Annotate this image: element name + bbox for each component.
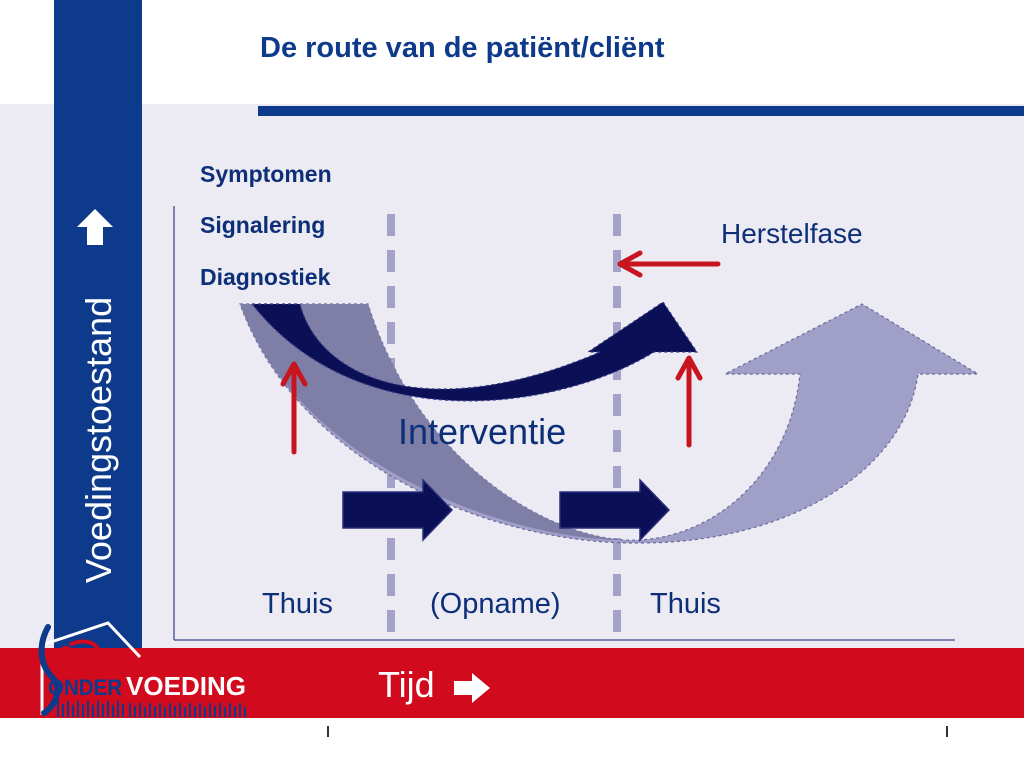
ondervoeding-logo: ONDER VOEDING [38,621,246,717]
intervention-curve-arrow [250,301,699,402]
stage-diagnostics: Diagnostiek [200,264,331,290]
stage-signaling: Signalering [200,212,326,238]
arrow-right-icon [454,673,490,703]
bottom-tick-right [946,726,948,737]
phase-admission: (Opname) [430,588,561,620]
nutrition-axis-bar [54,0,142,648]
title-underline [258,106,1024,116]
bottom-tick-left [327,726,329,737]
red-left-arrow [617,250,721,278]
svg-text:ONDER: ONDER [48,675,122,700]
red-up-arrow-left [280,361,308,455]
time-arrow-1 [342,478,454,542]
svg-text:VOEDING: VOEDING [126,671,246,701]
phase-home-after: Thuis [650,588,721,620]
time-arrow-2 [559,478,671,542]
intervention-label: Interventie [398,411,567,452]
slide-title: De route van de patiënt/cliënt [260,32,665,64]
phase-home-before: Thuis [262,588,333,620]
arrow-up-icon [77,209,113,245]
stage-symptoms: Symptomen [200,161,332,187]
recovery-label: Herstelfase [721,218,863,249]
x-axis-label: Tijd [378,664,435,705]
red-up-arrow-right [675,355,703,448]
